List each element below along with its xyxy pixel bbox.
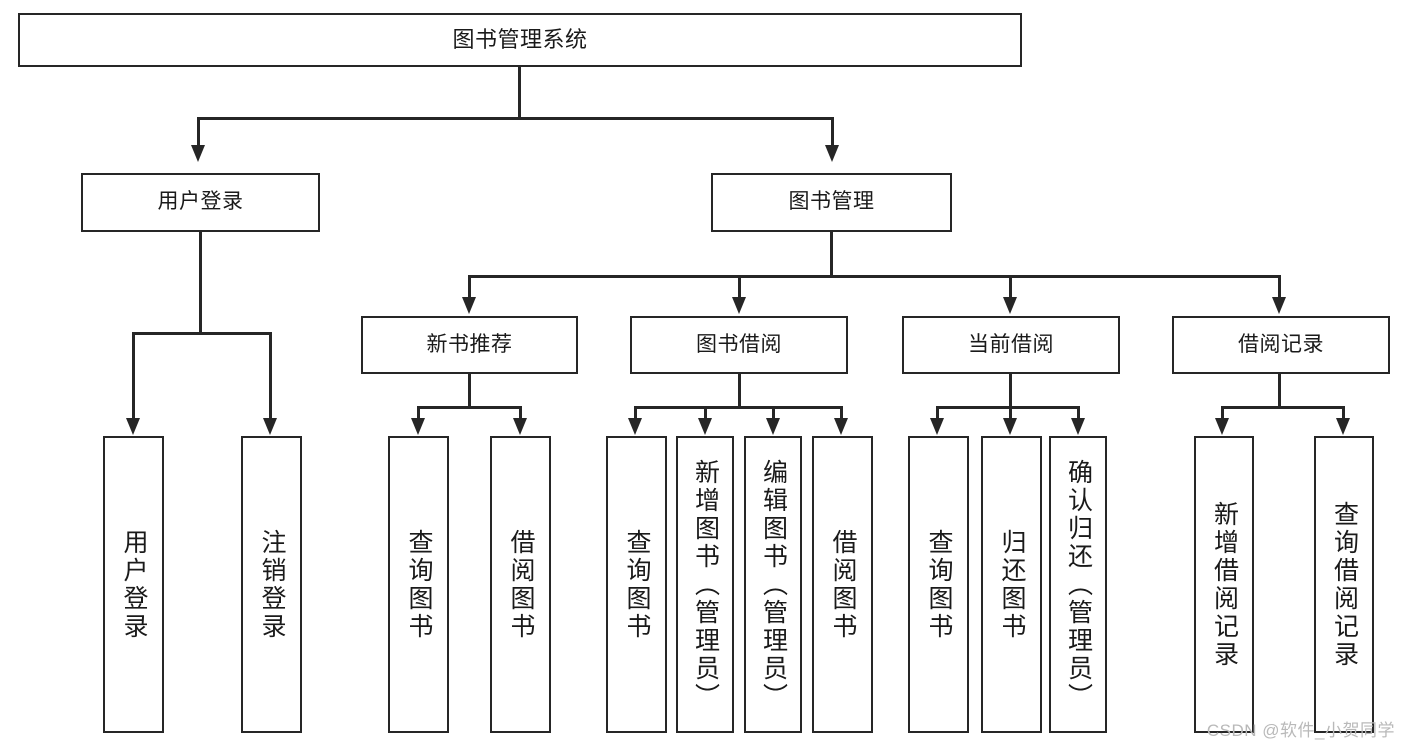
- arrowhead-bb-leaf-4: [834, 418, 848, 435]
- connector-level3-bus: [468, 275, 1280, 278]
- node-label: 用户登录: [157, 190, 244, 214]
- connector-bb-leaf-3: [772, 406, 775, 420]
- node-label: 新增借阅记录: [1210, 500, 1239, 669]
- leaf-node-user-login[interactable]: 用户登录: [103, 436, 164, 733]
- node-label: 注销登录: [258, 528, 286, 641]
- node-label: 编辑图书（管理员）: [759, 458, 788, 711]
- connector-new-book-leaf-2: [519, 406, 522, 420]
- arrowhead-nb-leaf-1: [411, 418, 425, 435]
- leaf-node-return-book[interactable]: 归还图书: [981, 436, 1042, 733]
- arrowhead-book-borrow: [732, 297, 746, 314]
- arrowhead-cb-leaf-2: [1003, 418, 1017, 435]
- leaf-node-add-book-admin[interactable]: 新增图书（管理员）: [676, 436, 734, 733]
- connector-bb-leaf-1: [634, 406, 637, 420]
- connector-cb-leaf-2: [1009, 406, 1012, 420]
- arrowhead-leaf-user-login: [126, 418, 140, 435]
- connector-to-borrow-record: [1278, 275, 1281, 299]
- arrowhead-bb-leaf-3: [766, 418, 780, 435]
- watermark-text: CSDN @软件_小贺同学: [1206, 721, 1395, 740]
- node-label: 查询借阅记录: [1330, 500, 1359, 669]
- leaf-node-query-borrow-record[interactable]: 查询借阅记录: [1314, 436, 1374, 733]
- node-borrow-record[interactable]: 借阅记录: [1172, 316, 1390, 374]
- connector-to-current-borrow: [1009, 275, 1012, 299]
- connector-current-borrow-stem: [1009, 374, 1012, 408]
- node-label: 用户登录: [120, 528, 148, 641]
- arrowhead-current-borrow: [1003, 297, 1017, 314]
- arrowhead-br-leaf-1: [1215, 418, 1229, 435]
- arrowhead-cb-leaf-1: [930, 418, 944, 435]
- node-label: 确认归还（管理员）: [1064, 458, 1093, 711]
- node-label: 查询图书: [405, 528, 433, 641]
- arrowhead-leaf-logout: [263, 418, 277, 435]
- node-label: 查询图书: [925, 528, 953, 641]
- arrowhead-borrow-record: [1272, 297, 1286, 314]
- connector-user-login-leaf-1: [132, 332, 135, 420]
- node-label: 查询图书: [623, 528, 651, 641]
- node-user-login[interactable]: 用户登录: [81, 173, 320, 232]
- arrowhead-br-leaf-2: [1336, 418, 1350, 435]
- connector-br-leaf-1: [1221, 406, 1224, 420]
- arrowhead-bb-leaf-1: [628, 418, 642, 435]
- connector-user-login-leaf-2: [269, 332, 272, 420]
- node-new-book-recommend[interactable]: 新书推荐: [361, 316, 578, 374]
- connector-book-manage-stem: [830, 232, 833, 277]
- leaf-node-query-book-recommend[interactable]: 查询图书: [388, 436, 449, 733]
- node-book-borrow[interactable]: 图书借阅: [630, 316, 848, 374]
- node-label: 图书管理: [788, 190, 875, 214]
- arrowhead-book-manage: [825, 145, 839, 162]
- connector-new-book-bus: [417, 406, 522, 409]
- leaf-node-query-book-current[interactable]: 查询图书: [908, 436, 969, 733]
- node-label: 借阅记录: [1238, 332, 1324, 356]
- connector-to-user-login: [197, 117, 200, 147]
- connector-user-login-bus: [132, 332, 272, 335]
- leaf-node-add-borrow-record[interactable]: 新增借阅记录: [1194, 436, 1254, 733]
- connector-borrow-record-bus: [1221, 406, 1345, 409]
- node-root-system[interactable]: 图书管理系统: [18, 13, 1022, 67]
- arrowhead-user-login: [191, 145, 205, 162]
- node-label: 当前借阅: [968, 332, 1054, 356]
- arrowhead-new-book: [462, 297, 476, 314]
- connector-root-stem: [518, 67, 521, 119]
- arrowhead-cb-leaf-3: [1071, 418, 1085, 435]
- node-current-borrow[interactable]: 当前借阅: [902, 316, 1120, 374]
- connector-user-login-stem: [199, 232, 202, 334]
- connector-to-new-book: [468, 275, 471, 299]
- connector-level2-bus: [197, 117, 834, 120]
- leaf-node-query-book[interactable]: 查询图书: [606, 436, 667, 733]
- leaf-node-borrow-book[interactable]: 借阅图书: [812, 436, 873, 733]
- connector-br-leaf-2: [1342, 406, 1345, 420]
- connector-current-borrow-bus: [936, 406, 1080, 409]
- leaf-node-borrow-book-recommend[interactable]: 借阅图书: [490, 436, 551, 733]
- node-label: 新增图书（管理员）: [691, 458, 720, 711]
- connector-book-borrow-bus: [634, 406, 842, 409]
- node-label: 图书借阅: [696, 332, 782, 356]
- connector-cb-leaf-3: [1077, 406, 1080, 420]
- node-label: 借阅图书: [507, 528, 535, 641]
- node-label: 归还图书: [998, 528, 1026, 641]
- leaf-node-edit-book-admin[interactable]: 编辑图书（管理员）: [744, 436, 802, 733]
- arrowhead-nb-leaf-2: [513, 418, 527, 435]
- node-book-manage[interactable]: 图书管理: [711, 173, 952, 232]
- connector-bb-leaf-2: [704, 406, 707, 420]
- node-label: 借阅图书: [829, 528, 857, 641]
- connector-new-book-stem: [468, 374, 471, 408]
- leaf-node-confirm-return-admin[interactable]: 确认归还（管理员）: [1049, 436, 1107, 733]
- leaf-node-logout[interactable]: 注销登录: [241, 436, 302, 733]
- connector-book-borrow-stem: [738, 374, 741, 408]
- connector-to-book-borrow: [738, 275, 741, 299]
- connector-new-book-leaf-1: [417, 406, 420, 420]
- connector-bb-leaf-4: [840, 406, 843, 420]
- connector-to-book-manage: [831, 117, 834, 147]
- arrowhead-bb-leaf-2: [698, 418, 712, 435]
- connector-cb-leaf-1: [936, 406, 939, 420]
- node-label: 新书推荐: [426, 332, 513, 356]
- connector-borrow-record-stem: [1278, 374, 1281, 408]
- node-label: 图书管理系统: [452, 27, 588, 53]
